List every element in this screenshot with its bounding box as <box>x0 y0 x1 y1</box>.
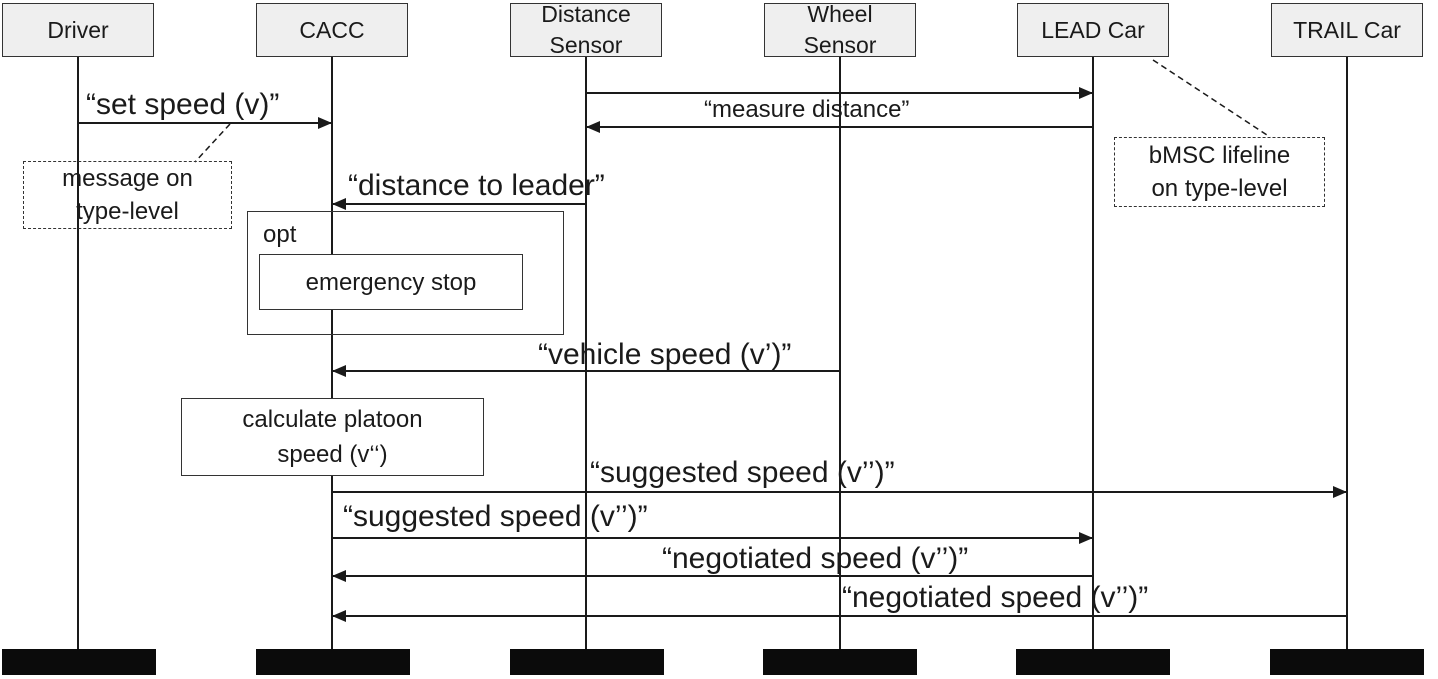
message-label-set-speed: “set speed (v)” <box>86 88 280 121</box>
lifeline-head-trail-car: TRAIL Car <box>1271 3 1423 57</box>
lifeline-head-distance-sensor: Distance Sensor <box>510 3 662 57</box>
calculate-platoon-speed-action: calculate platoon speed (v‘‘) <box>181 398 484 476</box>
lifeline-head-wheel-sensor: Wheel Sensor <box>764 3 916 57</box>
lifeline-end-distance-sensor <box>510 649 664 675</box>
message-label-suggested-trail: “suggested speed (v’’)” <box>590 456 895 489</box>
opt-fragment <box>247 211 564 335</box>
lifeline-end-driver <box>2 649 156 675</box>
lifeline-head-lead-car: LEAD Car <box>1017 3 1169 57</box>
message-label-suggested-lead: “suggested speed (v’’)” <box>343 500 648 533</box>
message-label-distance-to-leader: “distance to leader” <box>348 169 605 202</box>
note-connector-message <box>194 123 231 163</box>
message-label-negotiated-trail: “negotiated speed (v’’)” <box>842 581 1149 614</box>
lifeline-head-driver: Driver <box>2 3 154 57</box>
lifeline-head-cacc: CACC <box>256 3 408 57</box>
note-connector-lifeline <box>1152 59 1271 138</box>
note-bmsc-lifeline: bMSC lifeline on type-level <box>1114 137 1325 207</box>
emergency-stop-action: emergency stop <box>259 254 523 310</box>
lifeline-end-trail-car <box>1270 649 1424 675</box>
lifeline-end-cacc <box>256 649 410 675</box>
opt-operator-label: opt <box>263 221 297 248</box>
lifeline-end-wheel-sensor <box>763 649 917 675</box>
note-message-type-level: message on type-level <box>23 161 232 229</box>
message-label-measure-distance: “measure distance” <box>704 96 910 123</box>
lifeline-end-lead-car <box>1016 649 1170 675</box>
message-label-negotiated-lead: “negotiated speed (v’’)” <box>662 542 969 575</box>
message-label-vehicle-speed: “vehicle speed (v’)” <box>538 338 792 371</box>
